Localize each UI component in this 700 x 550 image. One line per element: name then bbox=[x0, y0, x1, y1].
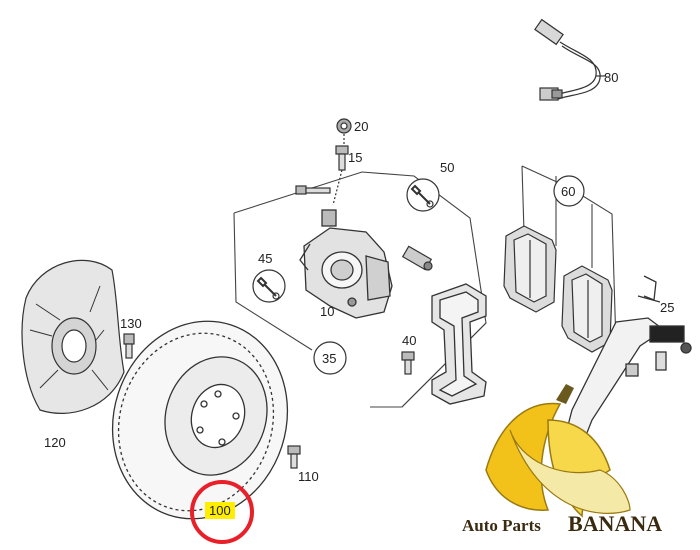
callout-45: 45 bbox=[258, 251, 272, 266]
wrench-icon bbox=[252, 269, 286, 303]
brake-pad-outer bbox=[561, 265, 613, 353]
callout-120: 120 bbox=[44, 435, 66, 450]
bolt-15 bbox=[332, 145, 349, 206]
bolt-110 bbox=[287, 445, 301, 469]
wrench-icon bbox=[406, 178, 440, 212]
brake-caliper bbox=[299, 209, 393, 319]
brand-prefix: Auto Parts bbox=[462, 516, 541, 535]
dust-shield bbox=[21, 259, 125, 414]
callout-40: 40 bbox=[402, 333, 416, 348]
bolt-130 bbox=[123, 333, 135, 359]
brake-disc bbox=[111, 320, 289, 520]
wear-sensor bbox=[534, 18, 606, 101]
highlight-ring bbox=[190, 480, 254, 544]
callout-60: 60 bbox=[561, 184, 575, 199]
bolt-40 bbox=[401, 351, 415, 375]
callout-100: 100 bbox=[209, 503, 231, 518]
nut-20 bbox=[336, 118, 352, 144]
caliper-bracket bbox=[431, 283, 487, 405]
callout-10: 10 bbox=[320, 304, 334, 319]
banana-logo bbox=[485, 384, 631, 518]
callout-15: 15 bbox=[348, 150, 362, 165]
callout-50: 50 bbox=[440, 160, 454, 175]
brake-pad-inner bbox=[503, 225, 557, 313]
guide-pin bbox=[401, 245, 433, 271]
highlight-box bbox=[205, 502, 235, 519]
callout-25: 25 bbox=[660, 300, 674, 315]
callout-35: 35 bbox=[322, 351, 336, 366]
callout-35-circle bbox=[313, 341, 347, 375]
callout-130: 130 bbox=[120, 316, 142, 331]
caliper-assembly-frame bbox=[233, 171, 487, 408]
clip-25 bbox=[637, 275, 661, 303]
callout-20: 20 bbox=[354, 119, 368, 134]
brand-name: BANANA bbox=[568, 511, 662, 536]
callout-80: 80 bbox=[604, 70, 618, 85]
callout-60-circle bbox=[553, 175, 585, 207]
callout-110: 110 bbox=[298, 469, 319, 484]
caliper-bolt bbox=[295, 185, 331, 195]
